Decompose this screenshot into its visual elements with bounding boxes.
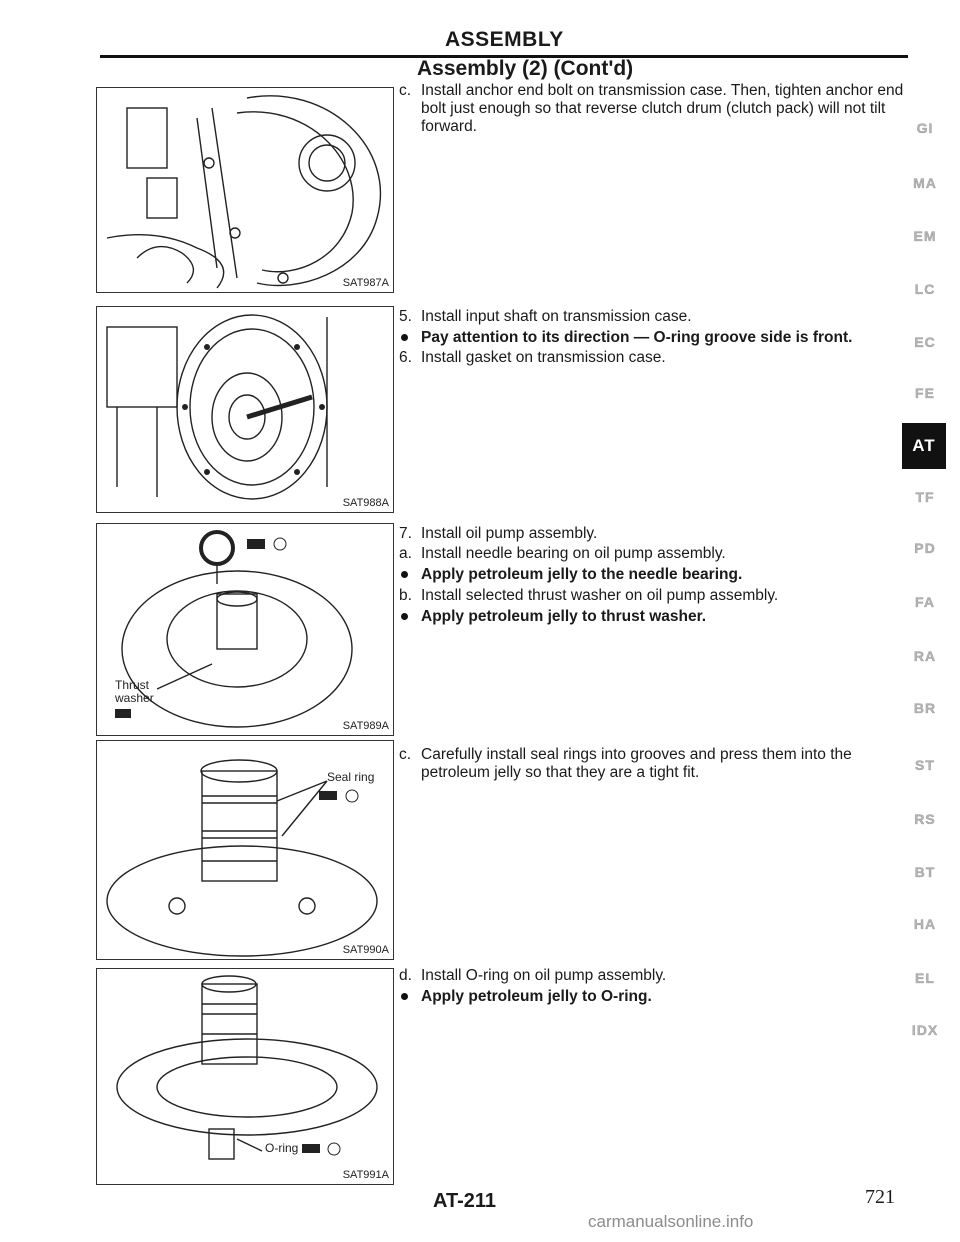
tab-ra[interactable]: RA: [913, 648, 937, 664]
bullet-icon: [401, 993, 408, 1000]
tab-lc[interactable]: LC: [914, 281, 936, 297]
figure-code: SAT987A: [342, 277, 389, 289]
watermark: carmanualsonline.info: [588, 1212, 754, 1231]
figure-code: SAT989A: [342, 720, 389, 732]
tab-rs[interactable]: RS: [914, 811, 936, 827]
tab-ec[interactable]: EC: [914, 334, 936, 350]
tab-at[interactable]: AT: [902, 423, 946, 469]
step-b-thrust-washer: b. Install selected thrust washer on oil…: [399, 587, 779, 604]
tab-tf[interactable]: TF: [915, 489, 935, 505]
tab-ha[interactable]: HA: [913, 916, 937, 932]
section-title: ASSEMBLY: [445, 28, 564, 51]
figure-code: SAT988A: [342, 497, 389, 509]
step-5-input-shaft: 5. Install input shaft on transmission c…: [399, 308, 692, 325]
step-a-needle-bearing: a. Install needle bearing on oil pump as…: [399, 545, 726, 562]
page-code: AT-211: [433, 1190, 496, 1212]
section-tabs: GI MA EM LC EC FE AT TF PD FA RA BR ST R…: [902, 0, 950, 1242]
tab-st[interactable]: ST: [915, 757, 935, 773]
o-ring-illustration: [116, 975, 378, 1160]
step-7-oil-pump: 7. Install oil pump assembly.: [399, 525, 598, 542]
transmission-case-illustration: [106, 95, 382, 289]
tab-ma[interactable]: MA: [913, 175, 937, 191]
tab-gi[interactable]: GI: [916, 120, 934, 136]
figure-sat987a: SAT987A: [96, 87, 394, 293]
page-number: 721: [865, 1186, 895, 1208]
seal-ring-illustration: [106, 759, 378, 957]
step-c-anchor-bolt: c. Install anchor end bolt on transmissi…: [399, 82, 904, 135]
step-6-gasket: 6. Install gasket on transmission case.: [399, 349, 666, 366]
note-o-ring-jelly: Apply petroleum jelly to O-ring.: [399, 988, 904, 1006]
tab-br[interactable]: BR: [913, 700, 937, 716]
step-c-seal-rings: c. Carefully install seal rings into gro…: [399, 746, 852, 781]
note-thrust-washer-jelly: Apply petroleum jelly to thrust washer.: [399, 608, 904, 626]
tab-bt[interactable]: BT: [914, 864, 936, 880]
note-needle-bearing-jelly: Apply petroleum jelly to the needle bear…: [399, 566, 904, 584]
o-ring-label: O-ring: [265, 1141, 299, 1155]
seal-ring-label: Seal ring: [327, 770, 375, 784]
figure-sat990a: Seal ring SAT990A: [96, 740, 394, 960]
tab-em[interactable]: EM: [913, 228, 937, 244]
tab-fe[interactable]: FE: [915, 385, 935, 401]
step-d-o-ring: d. Install O-ring on oil pump assembly.: [399, 967, 667, 984]
tab-idx[interactable]: IDX: [911, 1022, 939, 1038]
page-subtitle: Assembly (2) (Cont'd): [417, 57, 634, 80]
bullet-icon: [401, 613, 408, 620]
figure-sat991a: O-ring SAT991A: [96, 968, 394, 1185]
tab-pd[interactable]: PD: [914, 540, 936, 556]
figure-sat989a: Thrust washer SAT989A: [96, 523, 394, 736]
thrust-washer-label: Thrust washer: [115, 678, 154, 705]
figure-code: SAT990A: [342, 944, 389, 956]
tab-el[interactable]: EL: [915, 970, 935, 986]
figure-sat988a: SAT988A: [96, 306, 394, 513]
note-o-ring-groove: Pay attention to its direction — O-ring …: [399, 329, 904, 347]
figure-code: SAT991A: [342, 1169, 389, 1181]
bullet-icon: [401, 334, 408, 341]
header-rule: [100, 55, 908, 58]
oil-pump-thrust-washer-illustration: [115, 530, 353, 728]
bullet-icon: [401, 571, 408, 578]
input-shaft-illustration: [106, 314, 328, 500]
tab-fa[interactable]: FA: [915, 594, 935, 610]
